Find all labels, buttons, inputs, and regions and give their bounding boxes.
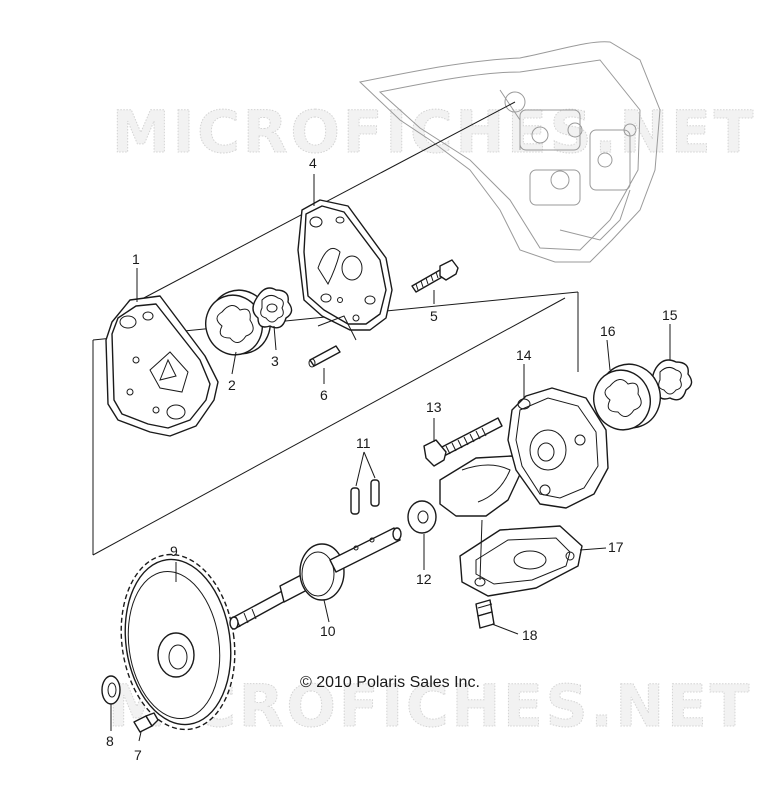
part-7-screw <box>133 712 159 733</box>
callout-leaders <box>110 174 671 742</box>
callout-9: 9 <box>170 543 178 559</box>
part-11-pins <box>350 451 380 515</box>
part-16-outer-rotor <box>593 363 661 431</box>
part-12-washer <box>407 500 437 534</box>
part-6-dowel-pin <box>308 315 357 368</box>
part-14-pump-housing <box>439 387 609 517</box>
callout-10: 10 <box>320 623 336 639</box>
callout-13: 13 <box>426 399 442 415</box>
callout-2: 2 <box>228 377 236 393</box>
callout-1: 1 <box>132 251 140 267</box>
part-13-long-bolt <box>423 417 503 467</box>
callout-15: 15 <box>662 307 678 323</box>
callout-14: 14 <box>516 347 532 363</box>
crankcase-background <box>358 41 661 263</box>
part-17-gasket <box>459 519 583 597</box>
callout-6: 6 <box>320 387 328 403</box>
callout-5: 5 <box>430 308 438 324</box>
callout-17: 17 <box>608 539 624 555</box>
callout-3: 3 <box>271 353 279 369</box>
part-3-inner-rotor <box>252 287 293 329</box>
copyright-notice: © 2010 Polaris Sales Inc. <box>300 674 480 691</box>
part-5-bolt <box>411 259 459 293</box>
part-4-pump-cover <box>297 199 393 331</box>
callout-4: 4 <box>309 155 317 171</box>
callout-18: 18 <box>522 627 538 643</box>
part-9-driven-gear <box>120 553 236 731</box>
part-1-pump-body <box>105 295 219 437</box>
watermark-top: MICROFICHES.NET <box>112 98 756 166</box>
part-8-washer <box>101 675 121 705</box>
callout-8: 8 <box>106 733 114 749</box>
part-18-screw <box>475 599 495 629</box>
callout-7: 7 <box>134 747 142 763</box>
callout-11: 11 <box>356 435 371 451</box>
callout-12: 12 <box>416 571 432 587</box>
part-10-drive-shaft <box>229 527 402 630</box>
callout-16: 16 <box>600 323 616 339</box>
